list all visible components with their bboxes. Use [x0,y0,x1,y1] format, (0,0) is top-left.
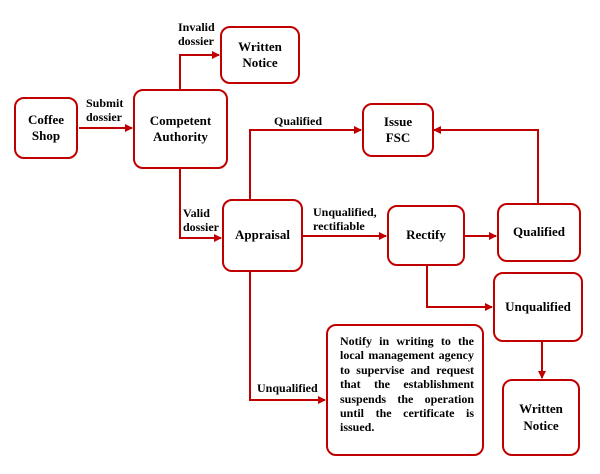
node-written-notice-bottom: Written Notice [502,379,580,456]
edge-appraisal-to-issue-fsc [249,126,362,199]
edge-authority-to-written-notice [179,51,220,89]
label-unqualified: Unqualified [257,381,318,395]
label-submit-dossier: Submit dossier [86,96,124,125]
node-competent-authority: Competent Authority [133,89,228,169]
node-unqualified-right: Unqualified [493,272,583,342]
node-written-notice-top: Written Notice [220,26,300,84]
label-qualified: Qualified [274,114,323,128]
edge-rectify-to-unqualified [426,266,493,311]
node-notify: Notify in writing to the local managemen… [326,324,484,456]
node-rectify: Rectify [387,205,465,266]
edge-authority-to-appraisal [179,169,222,242]
label-invalid-dossier: Invalid dossier [178,20,215,49]
edge-appraisal-to-notify [249,272,326,404]
node-qualified-right: Qualified [497,203,581,262]
edge-qualified-to-issue-fsc [433,126,539,203]
node-issue-fsc: Issue FSC [362,103,434,157]
label-valid-dossier: Valid dossier [183,206,219,235]
label-unqualified-rectifiable: Unqualified, rectifiable [313,205,377,234]
node-appraisal: Appraisal [222,199,303,272]
node-coffee-shop: Coffee Shop [14,97,78,159]
